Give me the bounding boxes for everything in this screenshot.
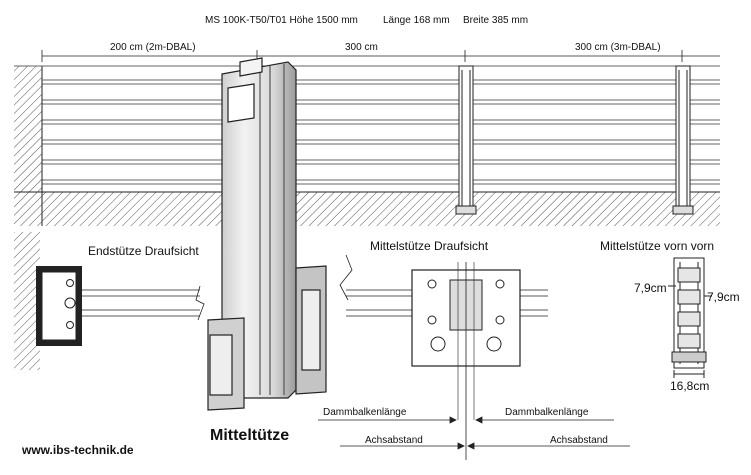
achsabstand-left-label: Achsabstand bbox=[365, 435, 423, 446]
dammbalken-left-label: Dammbalkenlänge bbox=[323, 407, 407, 418]
top-dimension-line bbox=[41, 50, 720, 62]
ground-hatch bbox=[14, 191, 720, 226]
dimension-right-label: 7,9cm bbox=[707, 290, 740, 304]
mittelstuetze-plan-view bbox=[339, 254, 548, 460]
endstuetze-plan-view bbox=[14, 232, 205, 370]
dimension-bottom-label: 16,8cm bbox=[670, 379, 710, 393]
product-title: MS 100K-T50/T01 Höhe 1500 mm bbox=[205, 15, 358, 26]
achsabstand-right-label: Achsabstand bbox=[550, 435, 608, 446]
span-right-label: 300 cm (3m-DBAL) bbox=[575, 42, 661, 53]
product-name: Mitteltütze bbox=[210, 427, 290, 444]
wall-hatch-left bbox=[14, 66, 43, 226]
mittelstuetze-draufsicht-title: Mittelstütze Draufsicht bbox=[370, 239, 489, 253]
length-spec: Länge 168 mm bbox=[383, 15, 450, 26]
dimension-left-label: 7,9cm bbox=[634, 281, 667, 295]
span-middle-label: 300 cm bbox=[345, 42, 378, 53]
post-3d-illustration bbox=[207, 57, 327, 411]
mittelstuetze-vorn-title: Mittelstütze vorn vorn bbox=[600, 239, 715, 253]
dimension-leaders bbox=[318, 416, 630, 450]
elevation-post-right bbox=[672, 65, 694, 215]
endstuetze-title: Endstütze Draufsicht bbox=[88, 244, 199, 258]
span-left-label: 200 cm (2m-DBAL) bbox=[110, 42, 196, 53]
width-spec: Breite 385 mm bbox=[463, 15, 529, 26]
dam-beams bbox=[14, 65, 720, 185]
website-link[interactable]: www.ibs-technik.de bbox=[22, 443, 134, 457]
mittelstuetze-front-view bbox=[668, 257, 712, 378]
dammbalken-right-label: Dammbalkenlänge bbox=[505, 407, 589, 418]
elevation-post-middle bbox=[455, 65, 477, 215]
